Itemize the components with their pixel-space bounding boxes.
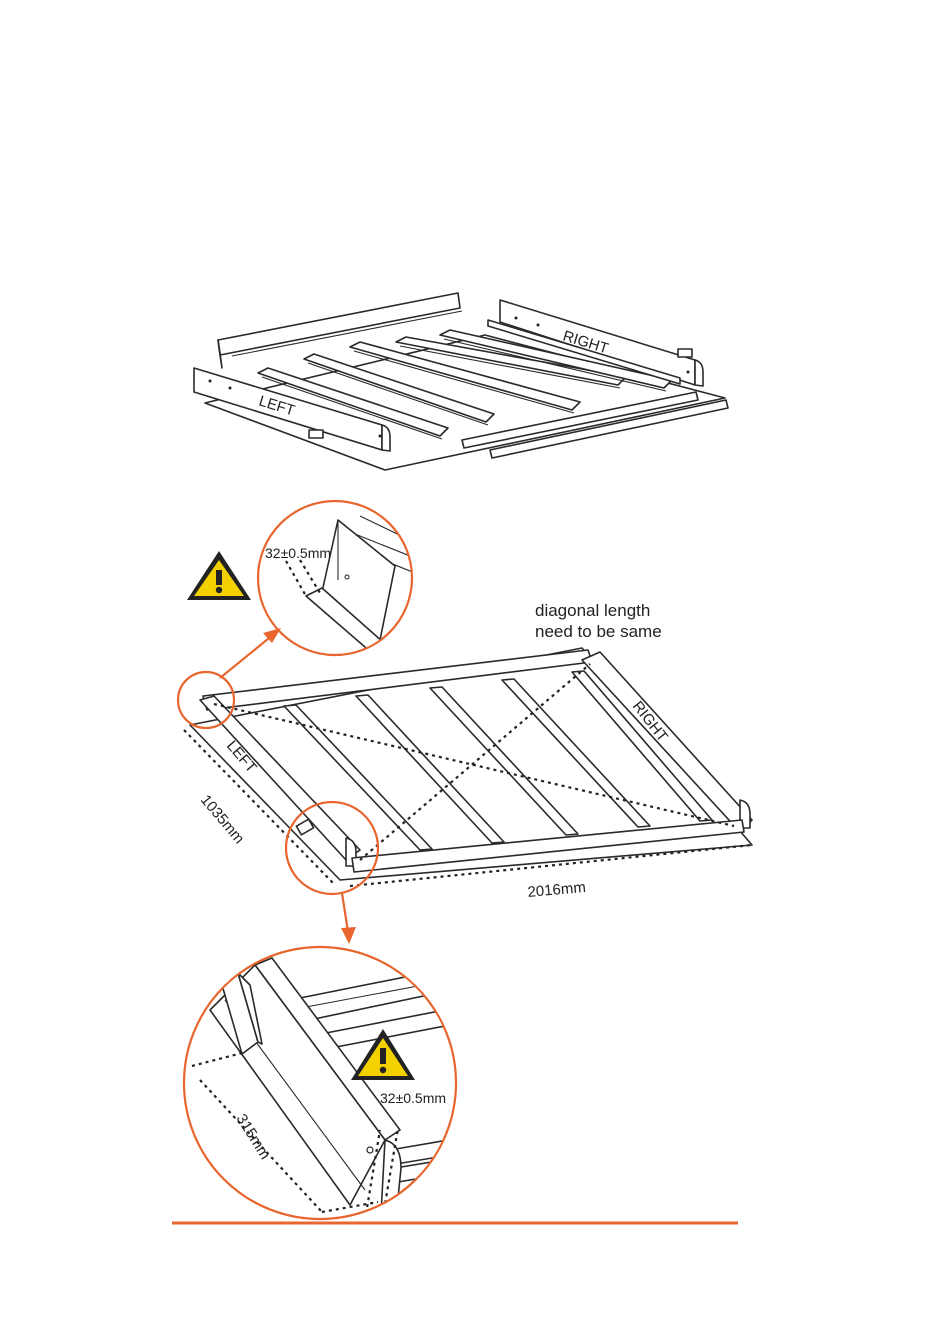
top-warning-icon	[187, 551, 251, 600]
top-detail: 32±0.5mm	[258, 501, 420, 660]
top-detail-arrow	[220, 628, 281, 678]
bottom-detail-arrow	[341, 893, 356, 944]
assembled-frame	[178, 648, 752, 894]
bottom-detail-dim: 32±0.5mm	[380, 1090, 446, 1106]
bottom-detail-offset: 315mm	[233, 1111, 274, 1162]
exploded-view: RIGHT LEFT	[194, 293, 728, 470]
diagonal-note-line1: diagonal length	[535, 601, 650, 620]
bottom-detail: 32±0.5mm 315mm	[184, 947, 470, 1219]
top-detail-dim: 32±0.5mm	[265, 545, 331, 561]
diagonal-note-line2: need to be same	[535, 622, 662, 641]
width-dimension-label: 1035mm	[197, 792, 248, 848]
length-dimension-label: 2016mm	[527, 879, 587, 901]
